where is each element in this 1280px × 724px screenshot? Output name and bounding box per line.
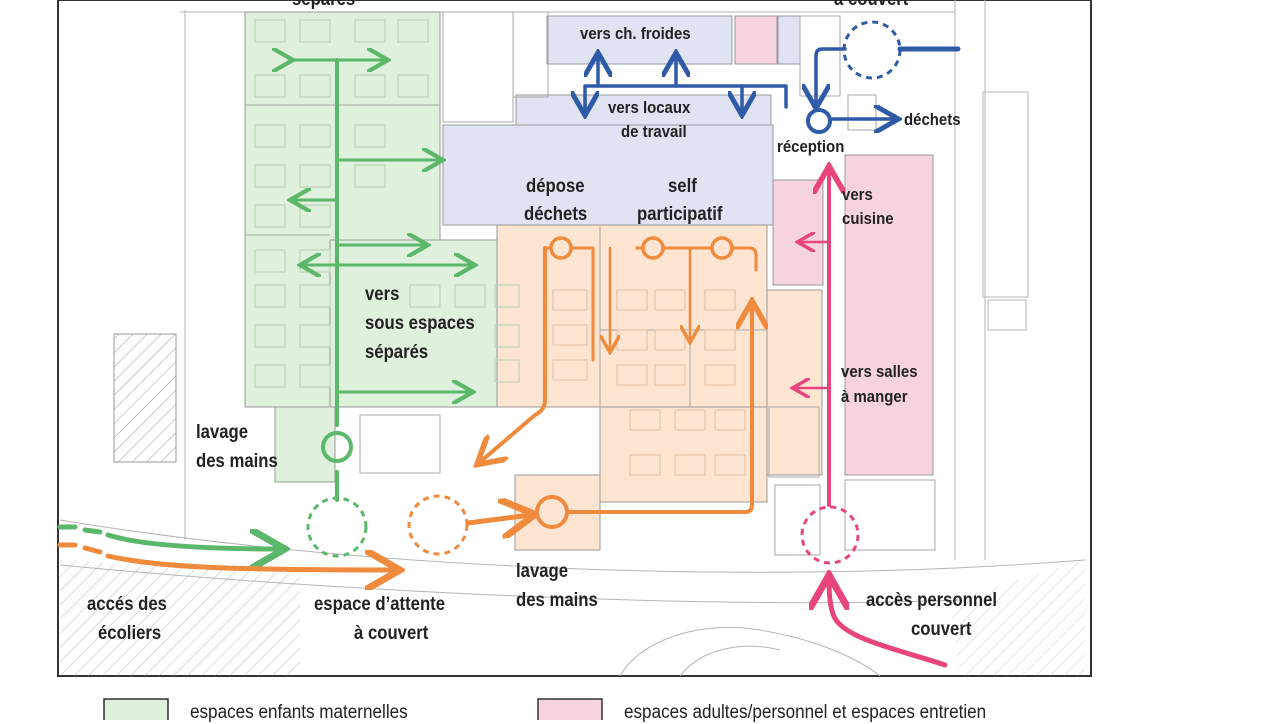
label-top-right-cut: à couvert — [834, 0, 908, 12]
table-grid-green — [254, 19, 520, 388]
label-self-1: self — [668, 176, 697, 197]
label-pupils-access-1: accés des — [87, 594, 167, 615]
orange-deposit-node — [549, 236, 573, 260]
label-handwash-mid-1: lavage — [516, 561, 569, 582]
green-flow — [57, 60, 472, 549]
pink-access-node — [800, 505, 860, 565]
legend-pink-label: espaces adultes/personnel et espaces ent… — [624, 702, 987, 723]
label-kitchen-1: vers — [842, 185, 873, 204]
zone-green — [244, 11, 526, 483]
label-dining-1: vers salles — [841, 362, 918, 381]
hatched-ground-bottom-right — [950, 560, 1085, 676]
label-kitchen-2: cuisine — [842, 209, 894, 228]
label-handwash-left-2: des mains — [196, 451, 278, 472]
legend-green-label: espaces enfants maternelles — [190, 702, 408, 723]
orange-flow — [57, 246, 756, 570]
pink-flow — [795, 170, 948, 668]
label-deposit-2: déchets — [524, 204, 588, 225]
hatched-ground-bottom-left — [60, 560, 300, 676]
label-work-rooms-1: vers locaux — [608, 98, 691, 117]
label-reception: réception — [777, 137, 845, 156]
hatched-area-left — [113, 333, 177, 463]
label-dining-2: à manger — [841, 387, 908, 406]
zone-pink-small — [734, 15, 778, 65]
label-waste: déchets — [904, 110, 961, 129]
blue-access-node — [842, 20, 902, 80]
label-staff-access-1: accès personnel — [866, 590, 998, 611]
orange-waiting-node — [407, 494, 469, 556]
label-pupils-access-2: écoliers — [98, 623, 162, 644]
green-handwash-node — [321, 431, 353, 463]
label-handwash-mid-2: des mains — [516, 590, 598, 611]
legend-swatch-pink — [537, 698, 603, 720]
label-waiting-2: à couvert — [354, 623, 429, 644]
green-entry-node — [306, 496, 368, 558]
label-work-rooms-2: de travail — [621, 122, 687, 141]
label-deposit-1: dépose — [526, 176, 585, 197]
label-top-left-cut: séparés — [292, 0, 355, 12]
label-handwash-left-1: lavage — [196, 422, 249, 443]
label-waiting-1: espace d’attente — [314, 594, 446, 615]
label-self-2: participatif — [637, 204, 723, 225]
blue-reception-node — [806, 108, 832, 134]
zone-blue — [442, 15, 801, 226]
orange-self-node-1 — [641, 236, 665, 260]
orange-handwash-node — [535, 495, 569, 529]
orange-self-node-2 — [710, 236, 734, 260]
label-sub-spaces-2: sous espaces — [365, 313, 475, 334]
zone-pink — [772, 154, 934, 476]
label-sub-spaces-3: séparés — [365, 342, 429, 363]
blue-flow — [585, 46, 961, 119]
label-cold-rooms: vers ch. froides — [580, 24, 691, 43]
legend-swatch-green — [103, 698, 169, 720]
label-sub-spaces-1: vers — [365, 284, 400, 305]
label-staff-access-2: couvert — [911, 619, 972, 640]
